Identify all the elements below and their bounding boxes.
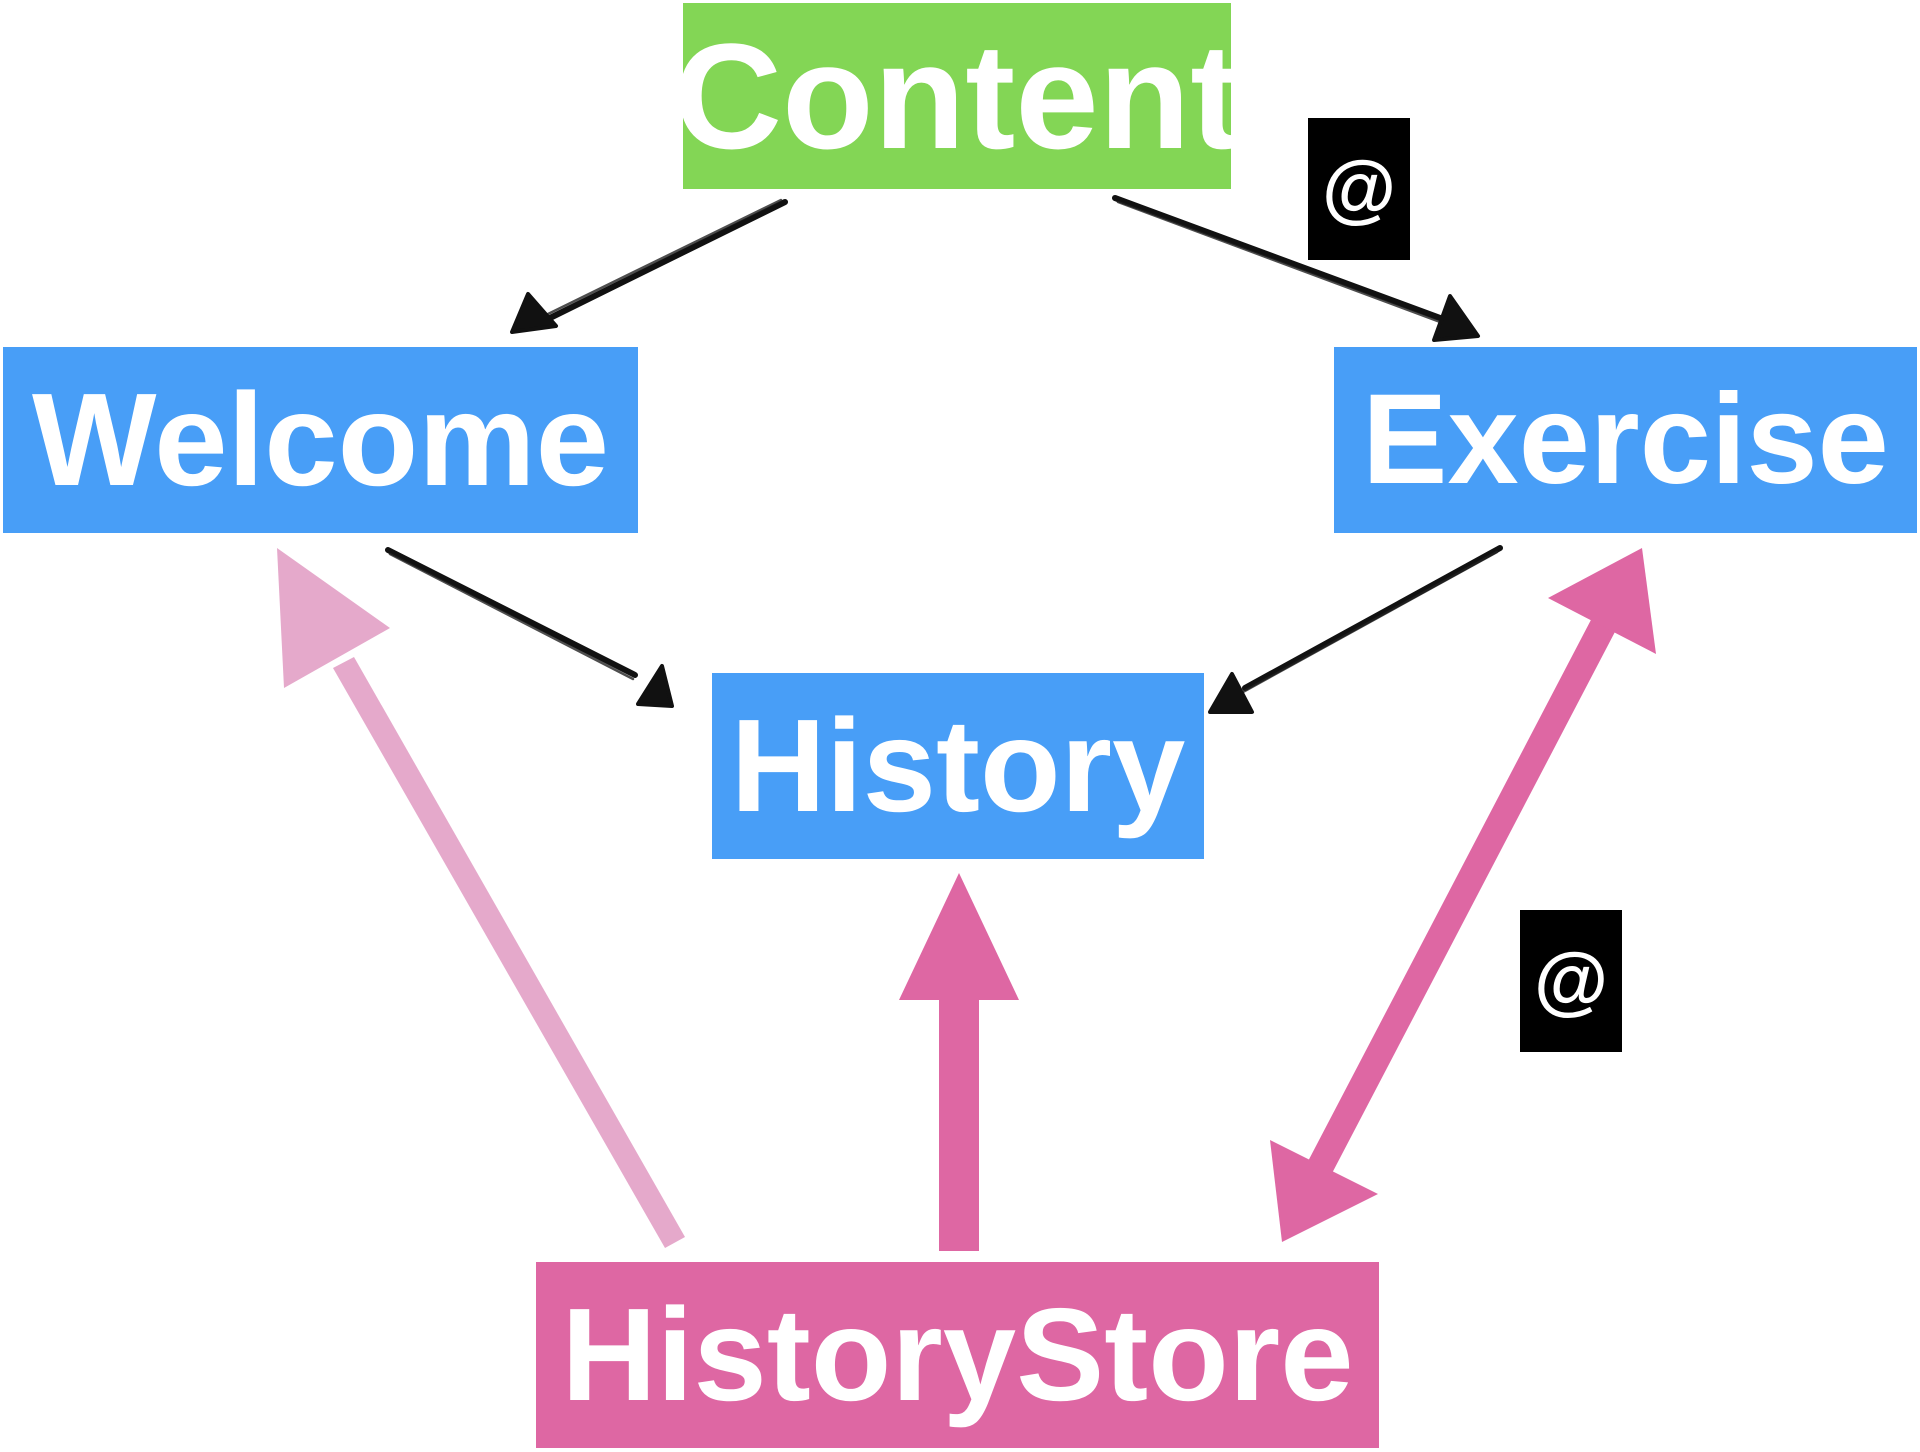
node-exercise: Exercise [1334, 347, 1917, 533]
edge-content-to-welcome [510, 198, 788, 334]
at-tag-content-exercise: @ [1308, 118, 1410, 260]
node-historystore: HistoryStore [536, 1262, 1379, 1448]
edge-historystore-to-exercise [1270, 548, 1656, 1242]
node-history: History [712, 673, 1204, 859]
edge-content-to-exercise [1112, 195, 1480, 342]
edge-welcome-to-history [385, 547, 674, 708]
edge-historystore-to-welcome [277, 548, 685, 1248]
at-tag-historystore-exercise: @ [1520, 910, 1622, 1052]
edge-historystore-to-history [899, 873, 1019, 1251]
node-content: Content [674, 3, 1240, 189]
node-welcome: Welcome [3, 347, 638, 533]
edge-exercise-to-history [1208, 545, 1503, 714]
